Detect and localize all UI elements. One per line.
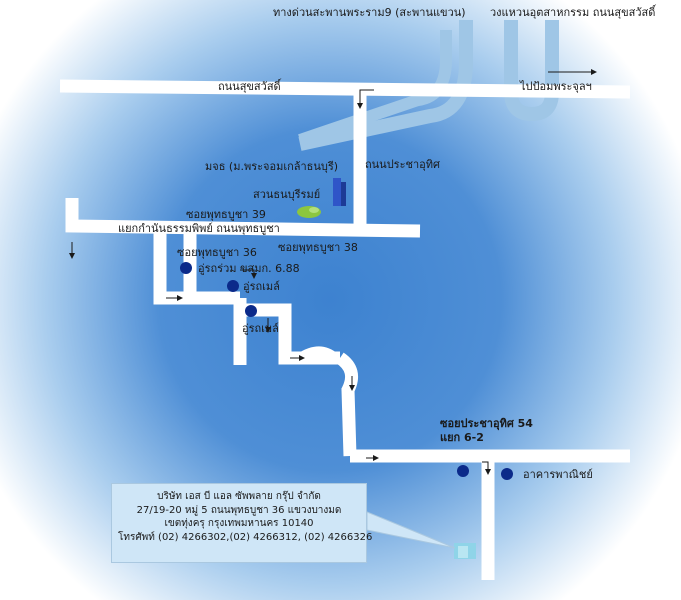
suksawat-road	[59, 79, 631, 99]
company-address-1: 27/19-20 หมู่ 5 ถนนพุทธบูชา 36 แขวงบางมด	[136, 504, 342, 516]
label-suksawat-road: ถนนสุขสวัสดิ์	[218, 80, 281, 93]
company-phone: โทรศัพท์ (02) 4266302,(02) 4266312, (02)…	[118, 531, 373, 543]
company-address-2: เขตทุ่งครุ กรุงเทพมหานคร 10140	[164, 518, 314, 530]
direction-arrows	[69, 69, 597, 475]
label-soi-pracha-uthit-54: ซอยประชาอุทิศ 54	[440, 417, 533, 430]
label-garage-2: อู่รถเมล์	[243, 280, 280, 293]
label-to-phra-pradaeng: ไปป้อมพระจุลฯ	[520, 80, 592, 93]
company-info-box: บริษัท เอส บี แอล ซัพพลาย กรุ๊ป จำกัด 27…	[111, 483, 373, 563]
phutthabucha-road	[65, 198, 421, 238]
office-building-icon	[454, 543, 476, 559]
label-pracha-uthit-road: ถนนประชาอุทิศ	[365, 158, 440, 171]
label-soi-36: ซอยพุทธบูชา 36	[177, 246, 257, 259]
marker-garage-1	[180, 262, 192, 274]
label-kamnan-junction: แยกกำนันธรรมพิพย์ ถนนพุทธบูชา	[118, 222, 280, 235]
label-thonburirom-park: สวนธนบุรีรมย์	[253, 188, 321, 201]
road-network	[59, 79, 631, 580]
label-commercial-building: อาคารพาณิชย์	[523, 468, 593, 481]
label-soi-39: ซอยพุทธบูชา 39	[186, 208, 266, 221]
label-expressway-rama9: ทางด่วนสะพานพระราม9 (สะพานแขวน)	[273, 6, 466, 19]
marker-destination-1	[457, 465, 469, 477]
park-icon	[297, 206, 321, 218]
label-garage-1: อู่รถร่วม ขสมก. 6.88	[198, 262, 300, 275]
label-junction-6-2: แยก 6-2	[440, 431, 484, 444]
company-name: บริษัท เอส บี แอล ซัพพลาย กรุ๊ป จำกัด	[157, 491, 321, 502]
label-kmutt: มจธ (ม.พระจอมเกล้าธนบุรี)	[205, 160, 339, 173]
marker-garage-3	[245, 305, 257, 317]
label-garage-3: อู่รถเมล์	[242, 322, 279, 335]
marker-destination-2	[501, 468, 513, 480]
label-interchange: วงแหวนอุตสาหกรรม ถนนสุขสวัสดิ์	[490, 6, 656, 19]
marker-garage-2	[227, 280, 239, 292]
building-icon	[333, 178, 346, 206]
label-soi-38: ซอยพุทธบูชา 38	[278, 241, 358, 254]
